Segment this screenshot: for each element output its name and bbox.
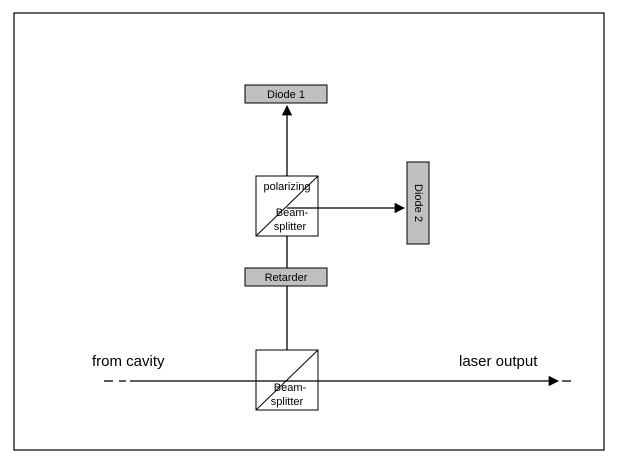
splitter-label-lower: splitter: [271, 396, 304, 408]
beam-label-upper: Beam-: [276, 207, 309, 219]
retarder-box: [244, 267, 328, 287]
diode-1-label: Diode 1: [267, 89, 305, 101]
diode-2-box: [406, 161, 430, 245]
diode-1-box: [244, 84, 328, 104]
output-beamsplitter-diagonal: [255, 349, 319, 411]
polarizing-label: polarizing: [263, 181, 310, 193]
laser-output-label: laser output: [459, 353, 538, 370]
polarizing-beamsplitter-diagonal: [255, 175, 319, 237]
beam-label-lower: Beam-: [274, 382, 307, 394]
splitter-label-upper: splitter: [274, 221, 307, 233]
diode-2-label: Diode 2: [412, 184, 424, 222]
retarder-label: Retarder: [265, 272, 308, 284]
from-cavity-label: from cavity: [92, 353, 165, 370]
